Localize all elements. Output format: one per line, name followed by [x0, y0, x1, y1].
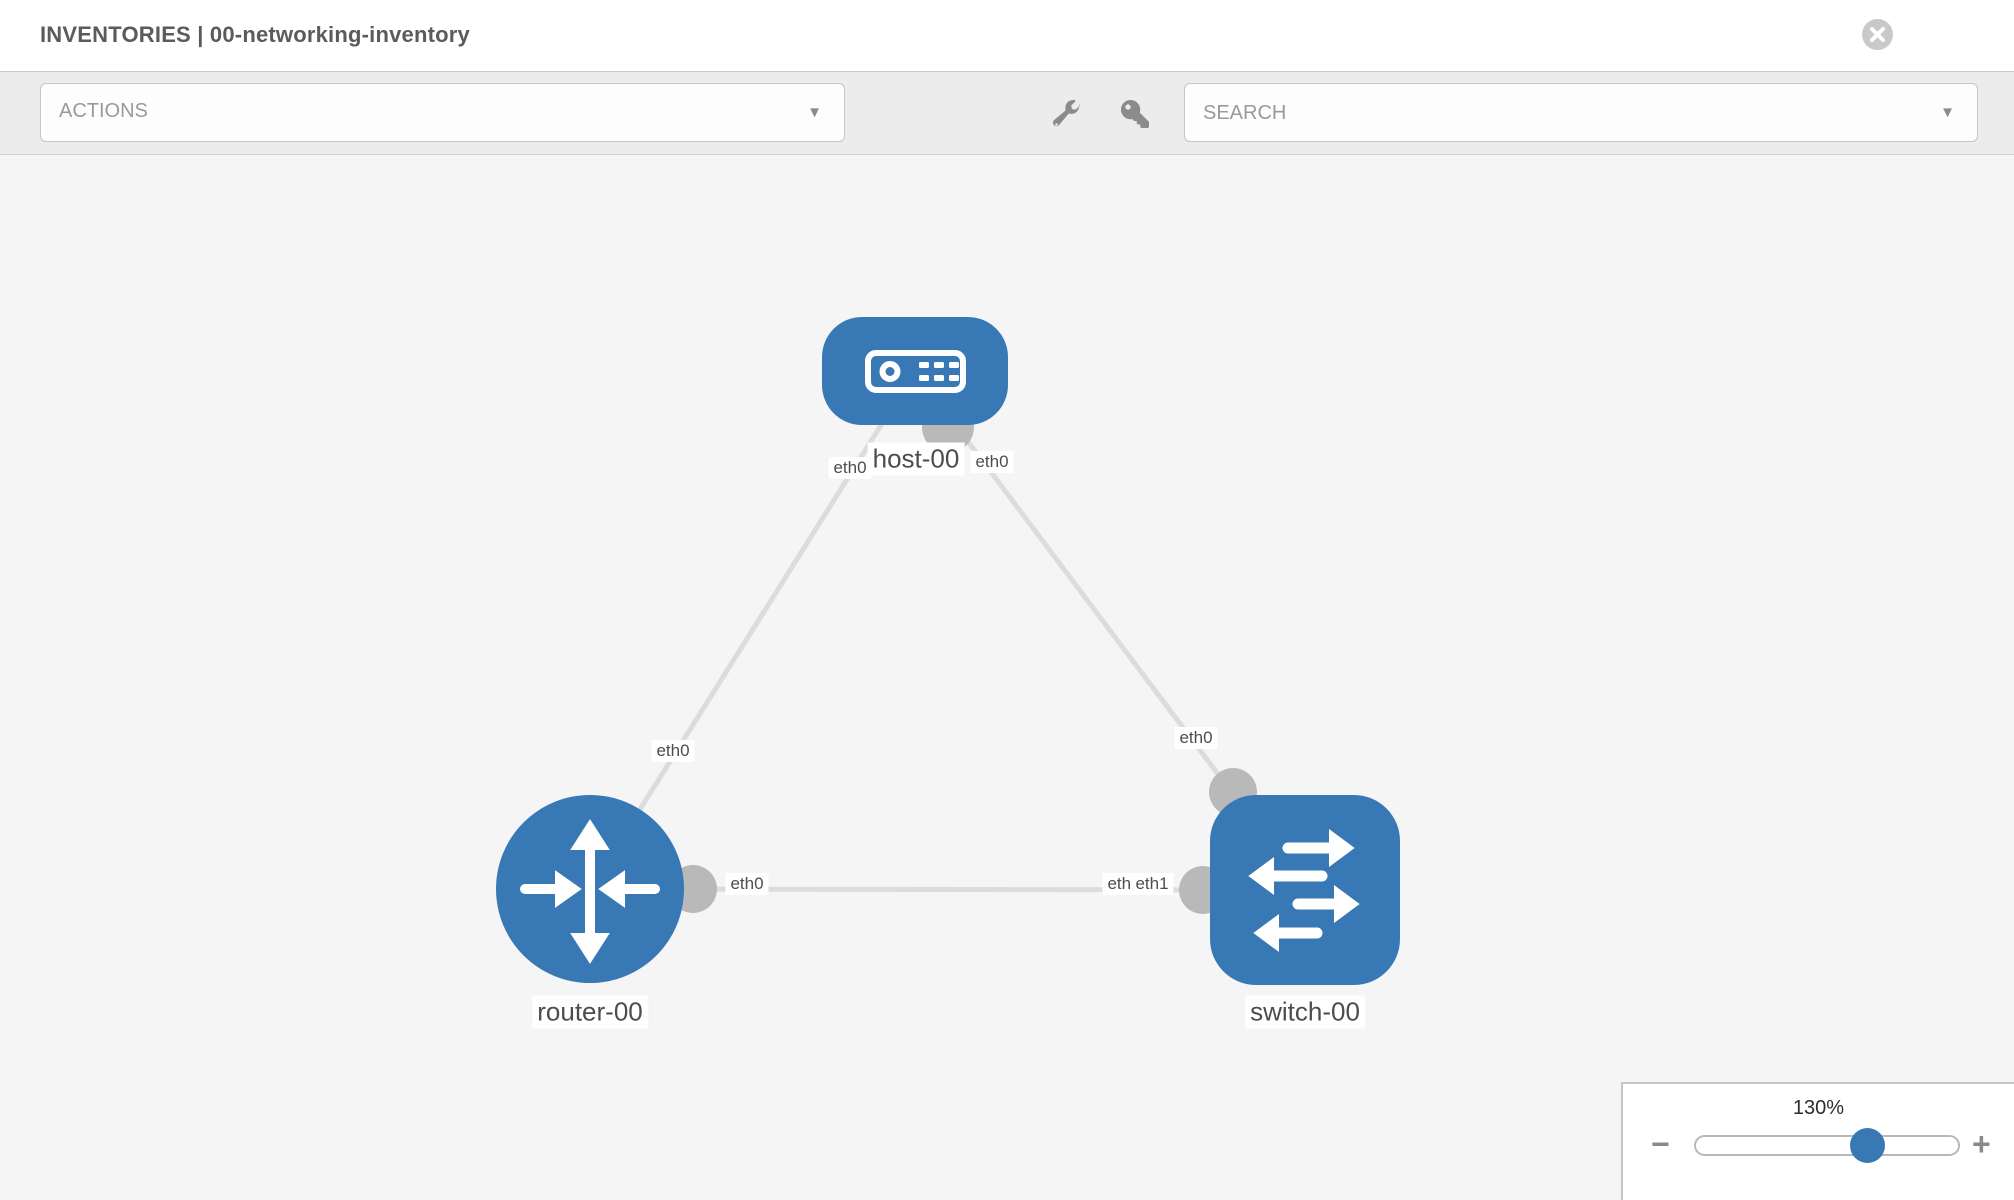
interface-label-eth0: eth0 [1174, 727, 1218, 749]
host-icon [865, 350, 966, 393]
node-switch-00[interactable] [1210, 795, 1400, 985]
search-input[interactable] [1203, 98, 1883, 128]
node-label-router-00: router-00 [532, 995, 648, 1029]
wrench-icon [1052, 100, 1081, 127]
credentials-button[interactable] [1121, 100, 1149, 128]
interface-label-eth0: eth0 [651, 740, 695, 762]
close-icon [1870, 27, 1885, 42]
router-icon [520, 819, 660, 964]
node-router-00[interactable] [496, 795, 684, 983]
zoom-percent: 130% [1792, 1097, 1845, 1119]
page-header: INVENTORIES | 00-networking-inventory [0, 0, 2014, 72]
page-title: INVENTORIES | 00-networking-inventory [40, 22, 470, 47]
actions-dropdown-label: ACTIONS [59, 100, 148, 122]
interface-label-eth1: eth1 [1130, 873, 1174, 895]
interface-label-eth0: eth0 [725, 873, 769, 895]
chevron-down-icon: ▼ [807, 104, 822, 121]
zoom-panel: 130% − + [1621, 1082, 2014, 1200]
interface-label-eth0: eth0 [828, 457, 872, 479]
switch-icon [1248, 829, 1360, 952]
key-management-button[interactable] [1052, 100, 1081, 128]
close-button[interactable] [1862, 19, 1893, 50]
actions-dropdown[interactable]: ACTIONS ▼ [40, 83, 845, 142]
zoom-in-button[interactable]: + [1972, 1126, 1991, 1162]
node-label-host-00: host-00 [867, 442, 965, 476]
chevron-down-icon: ▼ [1940, 104, 1955, 121]
topology-canvas[interactable]: eth0 host-00 eth0 eth0 eth0 eth0 eth0 et… [0, 155, 2014, 1199]
zoom-out-button[interactable]: − [1651, 1126, 1670, 1162]
node-host-00[interactable] [822, 317, 1008, 425]
key-icon [1121, 100, 1149, 128]
node-label-switch-00: switch-00 [1245, 995, 1365, 1029]
toolbar: ACTIONS ▼ ▼ [0, 72, 2014, 155]
search-dropdown: ▼ [1184, 83, 1978, 142]
zoom-slider[interactable] [1694, 1128, 1960, 1163]
interface-label-eth0: eth0 [970, 451, 1014, 473]
zoom-slider-thumb[interactable] [1850, 1128, 1885, 1163]
